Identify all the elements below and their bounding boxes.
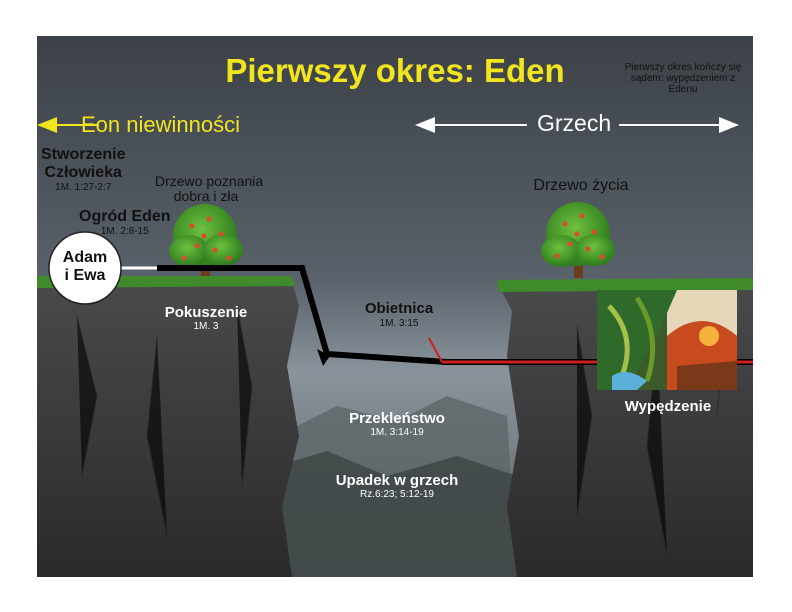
grzech-label: Grzech <box>537 110 612 136</box>
slide-title: Pierwszy okres: Eden <box>225 52 565 89</box>
garden-ref: 1M. 2:8-15 <box>100 226 149 237</box>
creation-title-line2: Człowieka <box>44 164 122 181</box>
black-path <box>157 265 448 365</box>
fall-title: Upadek w grzech <box>335 472 459 489</box>
curse-ref: 1M. 3:14-19 <box>370 427 424 438</box>
temptation-ref: 1M. 3 <box>193 321 219 332</box>
expulsion-title: Wypędzenie <box>624 398 712 415</box>
temptation-title: Pokuszenie <box>164 304 248 321</box>
promise-title: Obietnica <box>364 300 434 317</box>
fall-ref: Rz.6:23; 5:12-19 <box>360 489 434 500</box>
tree-life-label: Drzewo życia <box>533 177 629 194</box>
tree-of-knowledge-icon <box>169 204 243 276</box>
tree-knowledge-line1: Drzewo poznania <box>155 173 264 189</box>
left-cliff <box>37 281 299 577</box>
expulsion-painting-image <box>597 290 737 390</box>
garden-title: Ogród Eden <box>79 208 171 225</box>
creation-ref: 1M. 1:27-2:7 <box>55 182 112 193</box>
temptation-block: Pokuszenie 1M. 3 <box>151 304 261 332</box>
curse-block: Przekleństwo 1M. 3:14-19 <box>327 410 467 438</box>
scene-graphic <box>37 117 753 577</box>
tree-knowledge-label: Drzewo poznania dobra i zła <box>155 173 264 204</box>
adam-eve-label: Adam i Ewa <box>49 249 121 285</box>
promise-block: Obietnica 1M. 3:15 <box>349 300 449 329</box>
creation-title-line1: Stworzenie <box>41 146 126 163</box>
adam-eve-line2: i Ewa <box>64 267 106 284</box>
garden-block: Ogród Eden 1M. 2:8-15 <box>79 208 171 237</box>
tree-of-life-icon <box>541 202 615 278</box>
eon-label: Eon niewinności <box>81 112 240 137</box>
eden-diagram: Pierwszy okres: Eden Pierwszy okres końc… <box>37 36 753 577</box>
creation-block: Stworzenie Człowieka 1M. 1:27-2:7 <box>41 146 125 193</box>
promise-ref: 1M. 3:15 <box>379 318 419 329</box>
tree-knowledge-line2: dobra i zła <box>173 188 239 204</box>
right-grass <box>497 278 753 292</box>
promise-pointer <box>428 337 443 363</box>
curse-title: Przekleństwo <box>349 410 445 427</box>
adam-eve-circle <box>48 231 122 305</box>
fall-block: Upadek w grzech Rz.6:23; 5:12-19 <box>317 472 477 500</box>
period-note: Pierwszy okres kończy się sądem: wypędze… <box>624 62 742 95</box>
adam-eve-line1: Adam <box>62 249 108 266</box>
